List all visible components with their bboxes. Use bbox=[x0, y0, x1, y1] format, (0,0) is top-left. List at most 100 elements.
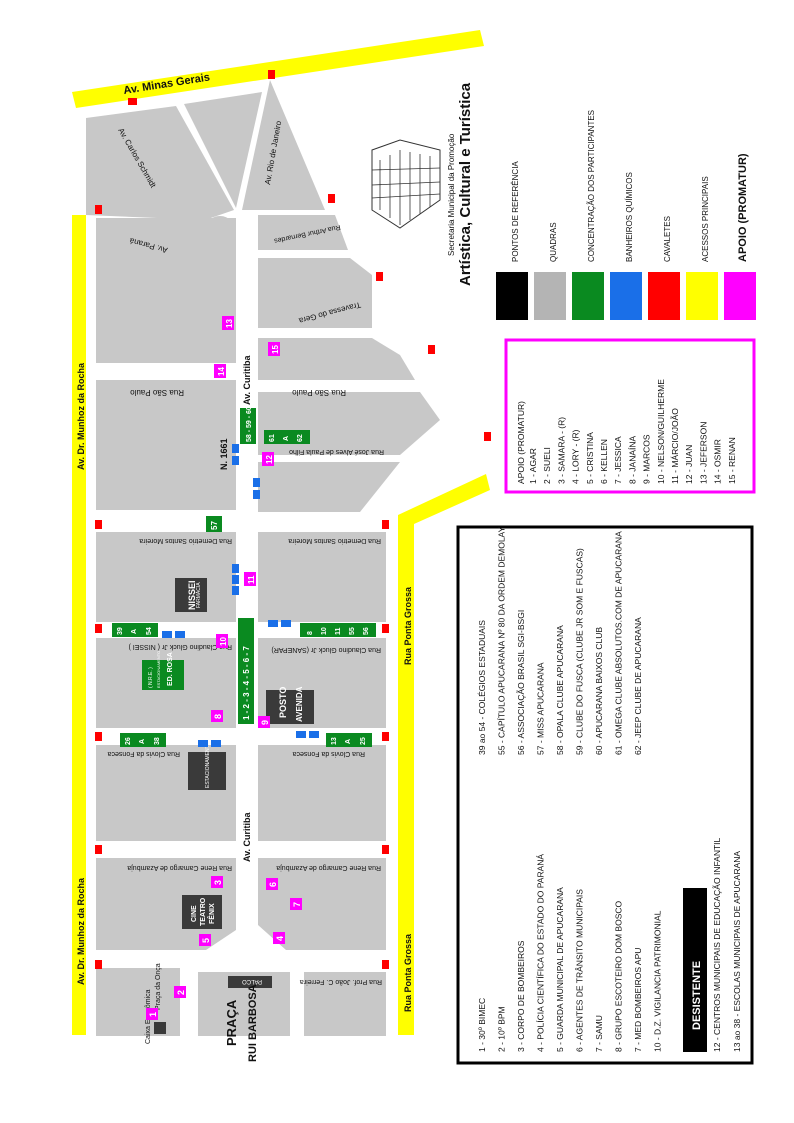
svg-text:12: 12 bbox=[265, 455, 274, 464]
reference-points: FARMÁCIA NISSEI ( N.R.E. ) ESTACIONAMENT… bbox=[142, 578, 314, 1062]
zone-39-a-label: A bbox=[131, 629, 138, 634]
svg-text:5: 5 bbox=[201, 938, 211, 943]
praca-da-onca-label: Praça da Onça bbox=[155, 963, 162, 1010]
apoio-item: 1 - AGAR bbox=[528, 448, 538, 484]
estacionamento-label: ESTACIONAMENTO bbox=[205, 741, 211, 788]
apoio-item: 4 - LORY - (R) bbox=[571, 429, 581, 484]
marker-3: 3 bbox=[211, 876, 223, 888]
farmacia-label: FARMÁCIA bbox=[195, 582, 202, 608]
cine-label: CINE bbox=[191, 905, 198, 922]
svg-text:2: 2 bbox=[176, 990, 186, 995]
legend-swatch-6 bbox=[724, 272, 756, 320]
participant-item: 7 - MED BOMBEIROS APU bbox=[633, 948, 643, 1052]
legend-swatch-1 bbox=[534, 272, 566, 320]
zone-8-56 bbox=[300, 623, 376, 637]
apoio-item: 14 - OSMIR bbox=[713, 439, 723, 484]
participant-item: 5 - GUARDA MUNICIPAL DE APUCARANA bbox=[555, 887, 565, 1052]
nissei-label: NISSEI bbox=[187, 580, 197, 610]
legend-swatch-2 bbox=[572, 272, 604, 320]
apoio-item: 5 - CRISTINA bbox=[585, 432, 595, 484]
zone-61-62 bbox=[264, 430, 310, 444]
zone-62-label: 62 bbox=[297, 434, 304, 442]
participant-item: 61 - OMEGA CLUBE ABSOLUTOS.COM DE APUCAR… bbox=[614, 531, 624, 755]
participant-item: 6 - AGENTES DE TRÂNSITO MUNICIPAIS bbox=[575, 889, 585, 1052]
street-clovis-right: Rua Clovis da Fonseca bbox=[293, 750, 365, 757]
participant-item: 39 ao 54 - COLÉGIOS ESTADUAIS bbox=[477, 620, 487, 755]
zone-11-label: 11 bbox=[335, 627, 342, 635]
legend-label-4: CAVALETES bbox=[663, 216, 672, 262]
svg-text:15: 15 bbox=[271, 345, 280, 354]
svg-text:10: 10 bbox=[219, 637, 228, 646]
title-line-1: Secretaria Municipal da Promoção bbox=[447, 133, 456, 256]
legend-swatch-4 bbox=[648, 272, 680, 320]
zone-57 bbox=[206, 516, 222, 532]
svg-text:1: 1 bbox=[148, 1012, 158, 1017]
marker-14: 14 bbox=[214, 364, 226, 378]
svg-text:14: 14 bbox=[217, 367, 226, 376]
apoio-title: APOIO (PROMATUR) bbox=[516, 401, 526, 484]
apoio-item: 15 - RENAN bbox=[727, 437, 737, 484]
participant-item: 58 - OPALA CLUBE APUCARANA bbox=[555, 625, 565, 755]
marker-2: 2 bbox=[174, 986, 186, 998]
participant-item: 3 - CORPO DE BOMBEIROS bbox=[516, 940, 526, 1052]
street-sao-paulo-right: Rua São Paulo bbox=[292, 388, 346, 397]
street-n1661: N. 1661 bbox=[219, 438, 229, 470]
svg-text:9: 9 bbox=[260, 720, 270, 725]
chemical-toilets bbox=[162, 444, 319, 747]
street-ponta-grossa-top: Rua Ponta Grossa bbox=[403, 586, 413, 665]
participant-item: 59 - CLUBE DO FUSCA (CLUBE JR SOM E FUSC… bbox=[575, 548, 585, 755]
zone-25-label: 25 bbox=[360, 737, 367, 745]
fenix-label: FÊNIX bbox=[207, 903, 216, 924]
svg-text:13: 13 bbox=[225, 319, 234, 328]
praca-label: PRAÇA bbox=[224, 999, 239, 1046]
street-claudino-left: Rua Claudino Gluck Jr ( NISSEI ) bbox=[129, 643, 232, 650]
svg-text:7: 7 bbox=[292, 902, 302, 907]
rui-barbosa-label: RUI BARBOSA bbox=[247, 984, 259, 1062]
zone-13-label: 13 bbox=[331, 737, 338, 745]
participant-item: 55 - CAPÍTULO APUCARANA Nº 80 DA ORDEM D… bbox=[497, 526, 507, 755]
zone-39-54 bbox=[112, 623, 158, 637]
marker-8: 8 bbox=[211, 710, 223, 722]
legend-label-5: ACESSOS PRINCIPAIS bbox=[701, 176, 710, 262]
zone-55-label: 55 bbox=[349, 627, 356, 635]
participant-zones: 57 58 - 59 - 60 61 A 62 39 A 54 1 - 2 - … bbox=[112, 406, 376, 747]
zone-13-a-label: A bbox=[345, 739, 352, 744]
street-rene-left: Rua Rene Camargo de Azambuja bbox=[127, 864, 232, 871]
apoio-item: 10 - NELSON/GUILHERME bbox=[656, 379, 666, 484]
street-claudino-right: Rua Claudino Gluck Jr (SANEPAR) bbox=[271, 646, 381, 653]
street-sao-paulo-left: Rua São Paulo bbox=[130, 388, 184, 397]
roundabout bbox=[204, 216, 236, 248]
desistente-label: DESISTENTE bbox=[691, 961, 703, 1030]
zone-26-38 bbox=[120, 733, 166, 747]
apoio-box bbox=[504, 338, 756, 494]
marker-13: 13 bbox=[222, 316, 234, 330]
zone-54-label: 54 bbox=[146, 627, 153, 635]
marker-1: 1 bbox=[146, 1008, 158, 1020]
street-demetrio-right: Rua Demetrio Santos Moreira bbox=[288, 537, 381, 544]
legend-label-1: QUADRAS bbox=[549, 222, 558, 262]
title-line-2: Artística, Cultural e Turística bbox=[457, 82, 474, 286]
street-clovis-left: Rua Clovis da Fonseca bbox=[108, 750, 180, 757]
support-markers: 1 2 3 4 5 6 7 8 9 10 11 12 13 14 15 bbox=[146, 316, 302, 1020]
participant-item: 12 - CENTROS MUNICIPAIS DE EDUCAÇÃO INFA… bbox=[712, 837, 722, 1052]
city-blocks bbox=[86, 80, 440, 1036]
apoio-item: 11 - MÁRCIO/JOÃO bbox=[670, 408, 680, 484]
legend-swatch-5 bbox=[686, 272, 718, 320]
marker-4: 4 bbox=[273, 932, 285, 944]
apoio-item: 2 - SUELI bbox=[542, 447, 552, 484]
legend-swatch-0 bbox=[496, 272, 528, 320]
teatro-label: TEATRO bbox=[200, 897, 207, 926]
marker-11: 11 bbox=[244, 572, 256, 586]
street-curitiba-bottom: Av. Curitiba bbox=[242, 812, 252, 862]
zone-1-7 bbox=[238, 618, 254, 724]
zone-56-label: 56 bbox=[363, 627, 370, 635]
posto-label: POSTO bbox=[278, 687, 288, 718]
legend-label-0: PONTOS DE REFERÊNCIA bbox=[511, 161, 520, 262]
zone-10-label: 10 bbox=[321, 627, 328, 635]
nre-parking-label: ESTACIONAMENTO bbox=[156, 651, 161, 688]
marker-10: 10 bbox=[216, 634, 228, 648]
